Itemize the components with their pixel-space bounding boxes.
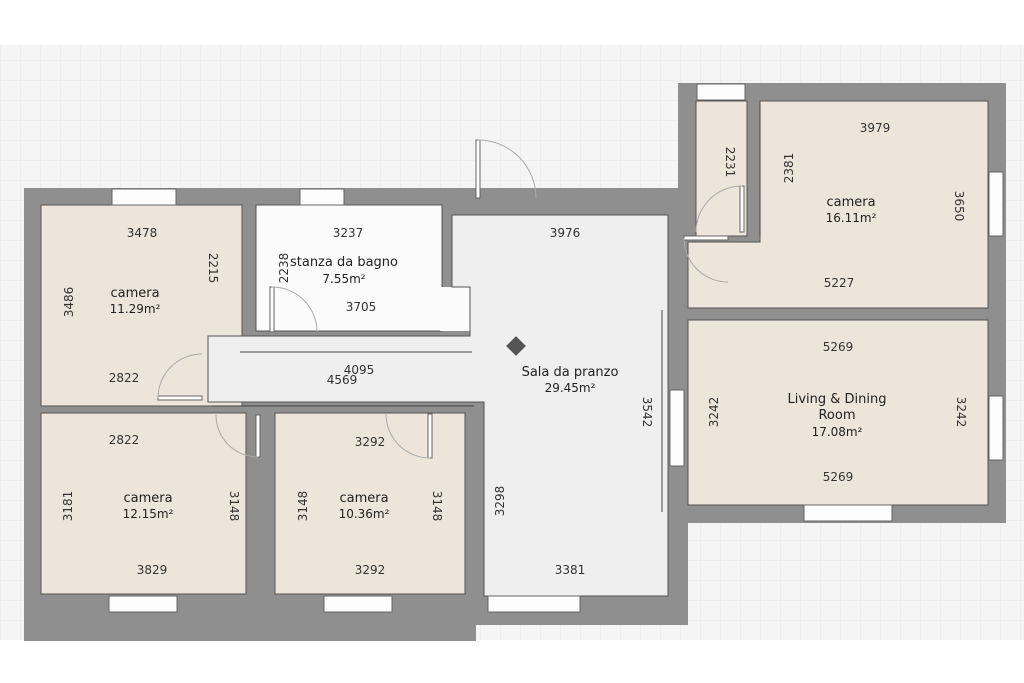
dim-cne-right: 3650	[952, 191, 966, 222]
room-area-camera-sc: 10.36m²	[339, 507, 390, 521]
room-name-camera-nw: camera	[110, 286, 159, 301]
room-name-living-line1: Living & Dining	[787, 392, 886, 407]
room-camera-sc	[274, 412, 466, 595]
dim-sala-right: 3542	[640, 397, 654, 428]
room-name-living-line2: Room	[818, 408, 855, 423]
dim-cnw-right: 2215	[206, 253, 220, 284]
window-csw-bottom	[108, 595, 178, 613]
window-living-bottom	[803, 504, 893, 522]
door-closet-swing	[695, 185, 743, 233]
door-cnw-swing	[157, 353, 203, 399]
door-cne-leaf	[683, 235, 729, 241]
room-area-sala: 29.45m²	[545, 381, 596, 395]
door-csw-leaf	[255, 414, 261, 458]
room-name-camera-ne: camera	[826, 195, 875, 210]
room-name-camera-sw: camera	[123, 491, 172, 506]
dim-cne-top: 3979	[860, 121, 891, 135]
window-sala-right	[669, 389, 685, 467]
dim-csc-right: 3148	[430, 491, 444, 522]
closet	[695, 100, 748, 237]
room-area-bagno: 7.55m²	[322, 272, 365, 286]
dimension-lines	[212, 104, 761, 512]
dim-bagno-top: 3237	[333, 226, 364, 240]
dim-csw-top: 2822	[109, 433, 140, 447]
dim-living-left: 3242	[707, 397, 721, 428]
door-csw-swing	[215, 414, 259, 458]
room-camera-sw	[40, 412, 247, 595]
dim-corr-bottom: 4569	[327, 373, 358, 387]
door-cnw-leaf	[157, 395, 203, 401]
hall-floor	[207, 214, 669, 597]
door-csc-swing	[385, 413, 431, 459]
room-name-bagno: stanza da bagno	[290, 255, 398, 270]
doors	[157, 139, 745, 459]
room-living	[687, 319, 989, 506]
dim-cnw-top: 3478	[127, 226, 158, 240]
dim-corr-top: 4095	[344, 363, 375, 377]
dim-closet: 2231	[723, 147, 737, 178]
dim-sala-bottom: 3381	[555, 563, 586, 577]
window-csc-bottom	[323, 595, 393, 613]
door-csc-leaf	[427, 413, 433, 459]
dim-bagno-left: 2238	[277, 253, 291, 284]
dim-bagno-bottom: 3705	[346, 300, 377, 314]
door-bagno-swing	[271, 286, 318, 333]
window-cne-right	[988, 171, 1004, 237]
room-area-living: 17.08m²	[812, 425, 863, 439]
dim-living-bottom: 5269	[823, 470, 854, 484]
door-bagno-leaf	[269, 286, 275, 333]
entry-door-swing	[477, 139, 537, 199]
room-area-camera-sw: 12.15m²	[123, 507, 174, 521]
room-area-camera-nw: 11.29m²	[110, 302, 161, 316]
dim-csw-left: 3181	[61, 491, 75, 522]
room-name-sala: Sala da pranzo	[522, 365, 619, 380]
window-living-right	[988, 395, 1004, 461]
dim-csc-left: 3148	[296, 491, 310, 522]
windows	[108, 83, 1004, 613]
door-closet-leaf	[739, 185, 745, 233]
dim-sala-top: 3976	[550, 226, 581, 240]
entry-door-leaf	[475, 139, 481, 199]
dim-csc-top: 3292	[355, 435, 386, 449]
dim-csc-bottom: 3292	[355, 563, 386, 577]
window-bagno-top	[299, 188, 345, 206]
dim-csw-bottom: 3829	[137, 563, 168, 577]
dim-sala-left: 3298	[493, 486, 507, 517]
room-area-camera-ne: 16.11m²	[826, 211, 877, 225]
window-closet-top	[696, 83, 746, 101]
dim-cne-bottom: 5227	[824, 276, 855, 290]
window-sala-bottom	[487, 595, 581, 613]
room-bagno	[255, 204, 443, 332]
room-camera-ne	[687, 100, 989, 309]
dim-cnw-bottom: 2822	[109, 371, 140, 385]
door-cne-swing	[683, 237, 729, 283]
dim-living-right: 3242	[954, 397, 968, 428]
dim-csw-right: 3148	[227, 491, 241, 522]
dim-cnw-left: 3486	[62, 287, 76, 318]
room-name-camera-sc: camera	[339, 491, 388, 506]
bagno-notch	[440, 287, 470, 331]
window-cnw-top	[111, 188, 177, 206]
dim-living-top: 5269	[823, 340, 854, 354]
dim-cne-left: 2381	[782, 153, 796, 184]
